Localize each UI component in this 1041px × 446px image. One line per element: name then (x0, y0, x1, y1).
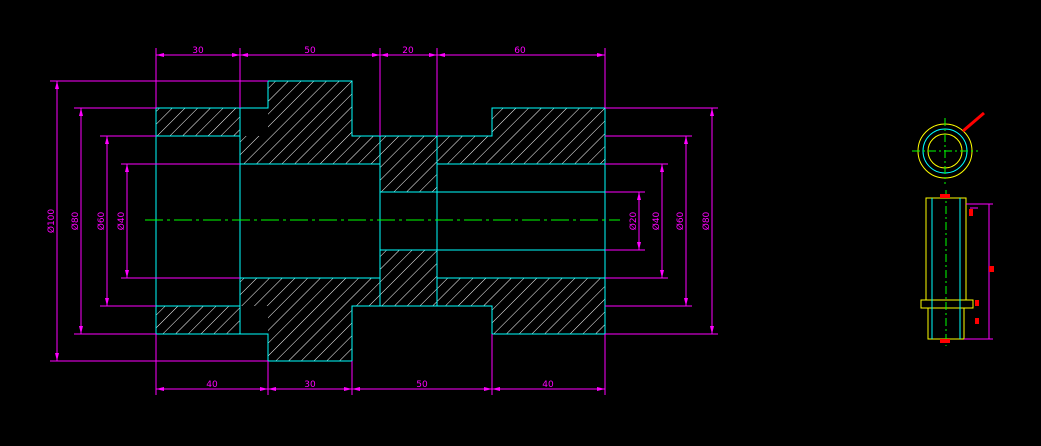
bottom-dim-1: 40 (206, 380, 218, 390)
bottom-dim-3: 50 (416, 380, 428, 390)
right-dia-4: Ø80 (701, 211, 712, 230)
bottom-dim-4: 40 (542, 380, 554, 390)
right-dia-1: Ø20 (628, 211, 639, 230)
markers (940, 194, 994, 343)
dimension-labels: 30 50 20 60 40 30 50 40 Ø100 Ø80 Ø60 Ø40… (46, 46, 712, 390)
top-dim-2: 50 (304, 46, 316, 56)
hatched-material (156, 81, 605, 361)
bottom-dim-2: 30 (304, 380, 316, 390)
leader-line (962, 111, 985, 133)
left-dia-2: Ø80 (70, 211, 81, 230)
left-dia-1: Ø100 (46, 209, 57, 234)
end-view (912, 111, 985, 184)
right-dia-3: Ø60 (675, 211, 686, 230)
right-dia-2: Ø40 (651, 211, 662, 230)
top-dim-4: 60 (514, 46, 526, 56)
arrowheads (55, 53, 714, 391)
dimensions (50, 48, 718, 395)
left-dia-4: Ø40 (116, 211, 127, 230)
top-dim-1: 30 (192, 46, 204, 56)
top-dim-3: 20 (402, 46, 414, 56)
part-outline (155, 80, 606, 362)
left-dia-3: Ø60 (96, 211, 107, 230)
section-view (145, 80, 620, 362)
side-view (920, 190, 994, 346)
